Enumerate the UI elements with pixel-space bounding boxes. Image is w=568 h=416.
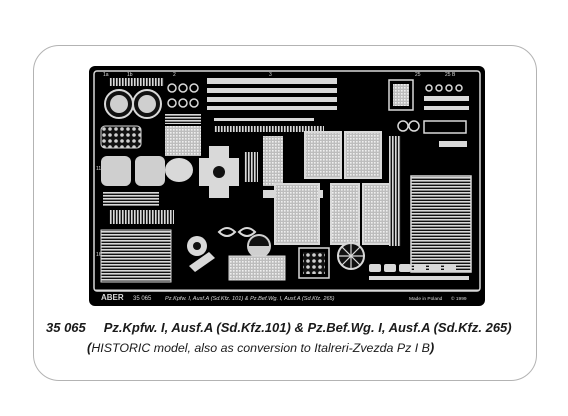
fret-copyright: © 1999: [451, 295, 467, 302]
part-label: 1b: [127, 72, 133, 78]
fret-artwork: ABER 35 065 Pz.Kpfw. I, Ausf.A (Sd.Kfz. …: [89, 66, 485, 306]
part-label: 25: [415, 72, 421, 78]
subtitle-close-paren: ): [429, 340, 435, 355]
part-label: 2: [173, 72, 176, 78]
product-title: Pz.Kpfw. I, Ausf.A (Sd.Kfz.101) & Pz.Bef…: [103, 320, 512, 335]
part-label: 16: [96, 252, 102, 258]
product-subtitle: HISTORIC model, also as conversion to It…: [91, 341, 430, 355]
product-subtitle-line: (HISTORIC model, also as conversion to I…: [87, 340, 547, 355]
product-code: 35 065: [46, 320, 86, 335]
fret-origin: Made in Poland: [409, 296, 443, 302]
photo-etch-fret-image: ABER 35 065 Pz.Kpfw. I, Ausf.A (Sd.Kfz. …: [89, 66, 485, 306]
fret-code: 35 065: [133, 296, 152, 302]
product-title-line: 35 065 Pz.Kpfw. I, Ausf.A (Sd.Kfz.101) & …: [46, 320, 546, 335]
fret-brand: ABER: [101, 293, 124, 302]
part-label: 25 B: [445, 72, 456, 78]
part-label: 11: [96, 166, 101, 172]
part-label: 3: [269, 72, 272, 78]
part-label: 1a: [103, 72, 109, 78]
fret-frame: [93, 70, 481, 292]
fret-description: Pz.Kpfw. I, Ausf.A (Sd.Kfz. 101) & Pz.Be…: [165, 296, 335, 302]
subtitle-open-paren: (: [87, 340, 92, 355]
